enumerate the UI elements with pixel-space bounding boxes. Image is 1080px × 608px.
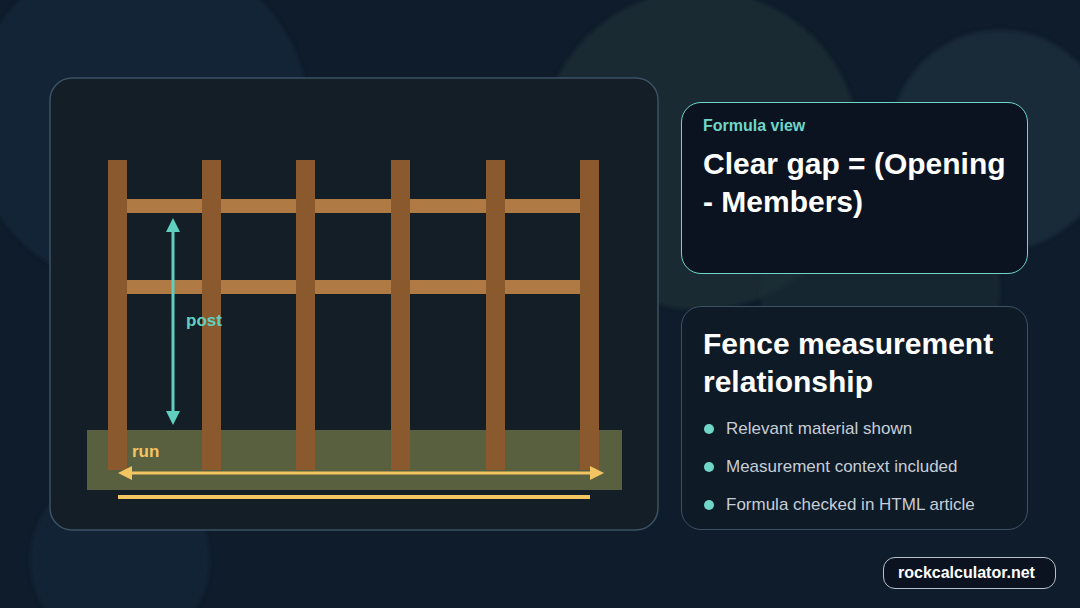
rails	[127, 199, 580, 294]
ground	[87, 430, 622, 490]
card-text: Clear gap = (Opening - Members)	[703, 145, 1007, 221]
post-dimension	[166, 218, 180, 425]
card-text: Measurement context included	[703, 457, 1007, 477]
illustration-panel	[50, 78, 658, 530]
posts	[108, 160, 599, 470]
run-dimension	[118, 466, 604, 497]
card-heading: rockcalculator.net	[898, 564, 1041, 582]
card-text: Formula checked in HTML article	[703, 495, 1007, 515]
card-text: Relevant material shown	[703, 419, 1007, 439]
info-card: Fence measurement relationshipRelevant m…	[681, 306, 1028, 530]
card-heading: Fence measurement relationship	[703, 325, 1007, 401]
dimension-label: post	[186, 311, 222, 331]
card-heading: Formula view	[703, 117, 1007, 135]
watermark-pill: rockcalculator.net	[883, 557, 1056, 589]
dimension-label: run	[132, 442, 159, 462]
info-card: Formula viewClear gap = (Opening - Membe…	[681, 102, 1028, 274]
